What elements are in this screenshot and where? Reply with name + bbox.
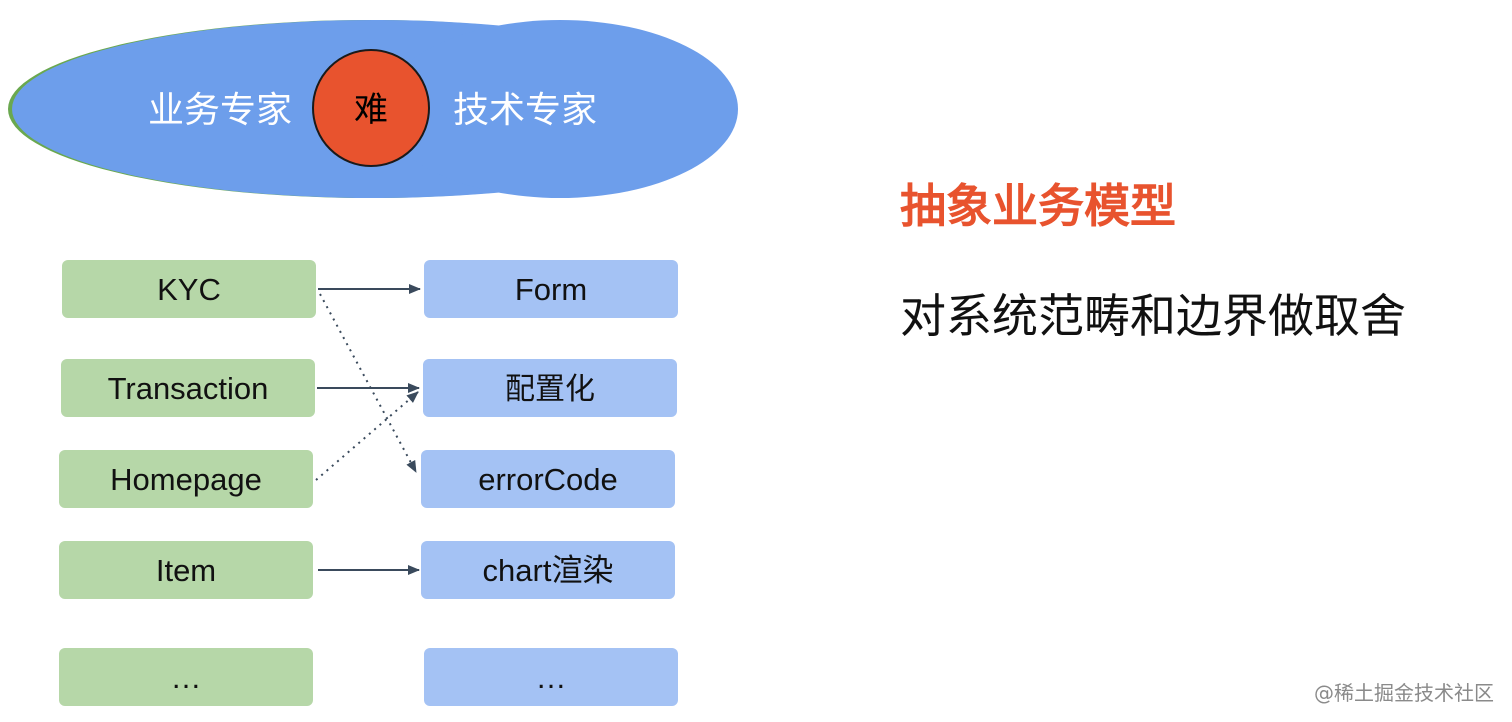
tech-box-chart-render bbox=[421, 541, 675, 599]
difficulty-circle bbox=[312, 49, 430, 167]
business-box-transaction bbox=[61, 359, 315, 417]
business-column: KYC Transaction Homepage Item … bbox=[59, 260, 316, 706]
tech-box-config-label: 配置化 bbox=[505, 372, 595, 407]
business-box-more bbox=[59, 648, 313, 706]
tech-box-errorcode-label: errorCode bbox=[478, 462, 618, 497]
business-box-kyc-label: KYC bbox=[157, 272, 221, 307]
business-box-homepage bbox=[59, 450, 313, 508]
connectors bbox=[315, 284, 421, 575]
business-box-kyc bbox=[62, 260, 316, 318]
business-expert-label: 业务专家 bbox=[148, 90, 292, 131]
tech-box-errorcode bbox=[421, 450, 675, 508]
dotted-arrow-kyc-to-errorcode bbox=[319, 293, 417, 473]
headline-abstract-business-model: 抽象业务模型 bbox=[900, 179, 1176, 233]
dotted-arrow-homepage-to-config bbox=[315, 391, 419, 481]
business-box-homepage-label: Homepage bbox=[110, 462, 262, 497]
business-box-item-label: Item bbox=[156, 553, 216, 588]
watermark: @稀土掘金技术社区 bbox=[1314, 681, 1494, 705]
business-box-more-label: … bbox=[171, 660, 202, 695]
venn-diagram: 业务专家 技术专家 难 bbox=[8, 20, 738, 198]
tech-box-chart-render-label: chart渲染 bbox=[483, 553, 614, 588]
difficulty-label: 难 bbox=[354, 90, 388, 130]
tech-box-form bbox=[424, 260, 678, 318]
tech-expert-ellipse-body bbox=[382, 20, 738, 198]
tech-column: Form 配置化 errorCode chart渲染 … bbox=[421, 260, 678, 706]
business-box-transaction-label: Transaction bbox=[108, 371, 269, 406]
tech-box-config bbox=[423, 359, 677, 417]
business-box-item bbox=[59, 541, 313, 599]
subline-scope-tradeoff: 对系统范畴和边界做取舍 bbox=[900, 289, 1406, 343]
tech-expert-label: 技术专家 bbox=[453, 90, 597, 131]
tech-box-more bbox=[424, 648, 678, 706]
tech-box-form-label: Form bbox=[515, 272, 587, 307]
tech-box-more-label: … bbox=[536, 660, 567, 695]
